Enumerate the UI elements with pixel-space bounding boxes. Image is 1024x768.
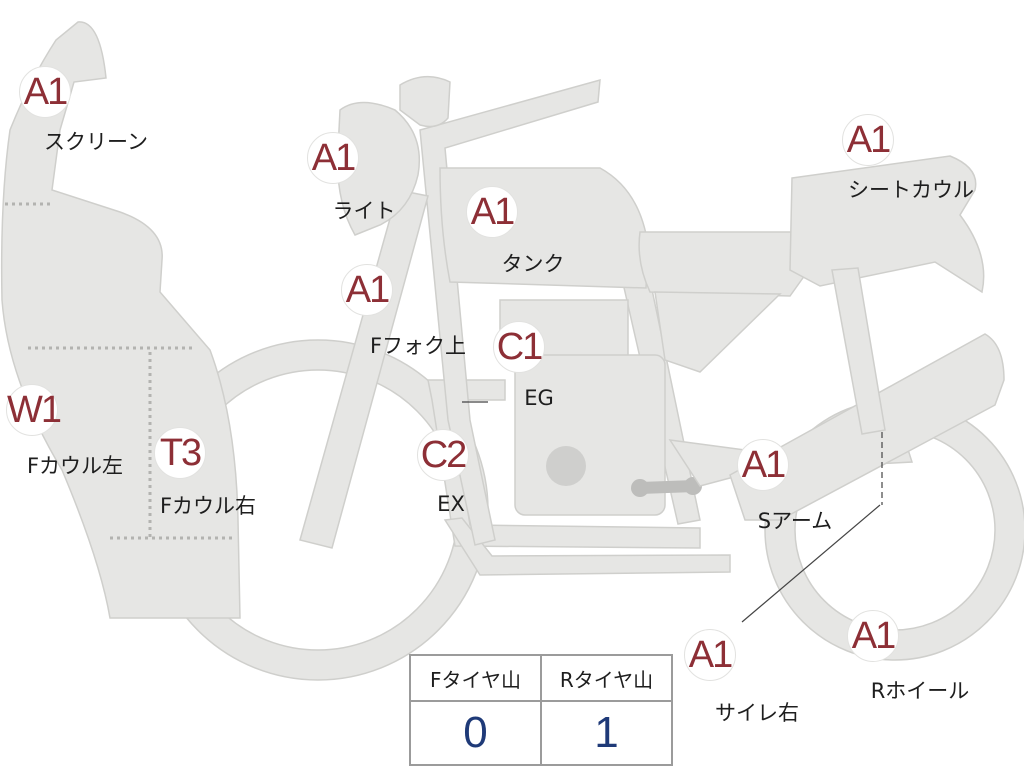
grade-badge-swing-arm: A1 bbox=[737, 439, 789, 491]
side-cover-shape bbox=[654, 291, 782, 373]
part-label-swing-arm: Sアーム bbox=[757, 509, 833, 533]
grade-badge-seat-cowl: A1 bbox=[842, 114, 894, 166]
grade-badge-f-cowl-left: W1 bbox=[6, 384, 62, 436]
part-label-silencer-right: サイレ右 bbox=[715, 701, 799, 725]
mirror-shape bbox=[399, 76, 451, 128]
front-tire-value: 0 bbox=[409, 700, 542, 766]
part-label-engine: EG bbox=[524, 386, 554, 410]
tire-tread-table: Fタイヤ山 Rタイヤ山 0 1 bbox=[409, 654, 673, 766]
seat-cowl-shape bbox=[789, 155, 985, 294]
engine-shape bbox=[499, 299, 702, 516]
silencer-leader-line bbox=[741, 504, 881, 623]
grade-badge-engine: C1 bbox=[493, 321, 545, 373]
part-label-seat-cowl: シートカウル bbox=[848, 178, 974, 202]
rear-tire-header: Rタイヤ山 bbox=[540, 654, 673, 702]
exhaust-lower-shape bbox=[443, 517, 731, 576]
grade-badge-f-fork-upper: A1 bbox=[341, 264, 393, 316]
rear-tire-value: 1 bbox=[540, 700, 673, 766]
seat-shape bbox=[638, 231, 811, 297]
headlight-shape bbox=[336, 101, 421, 236]
grade-badge-tank: A1 bbox=[466, 186, 518, 238]
grade-badge-exhaust: C2 bbox=[417, 429, 469, 481]
table-row: 0 1 bbox=[409, 700, 673, 766]
part-label-f-fork-upper: Fフォク上 bbox=[369, 334, 467, 358]
part-label-light: ライト bbox=[332, 199, 396, 223]
front-tire-header: Fタイヤ山 bbox=[409, 654, 542, 702]
front-fork-shape bbox=[299, 189, 429, 549]
part-label-f-cowl-left: Fカウル左 bbox=[26, 454, 124, 478]
part-label-f-cowl-right: Fカウル右 bbox=[159, 494, 257, 518]
part-label-rear-wheel: Rホイール bbox=[870, 679, 970, 703]
grade-badge-rear-wheel: A1 bbox=[847, 610, 899, 662]
part-label-tank: タンク bbox=[501, 252, 565, 276]
grade-badge-light: A1 bbox=[307, 132, 359, 184]
part-label-exhaust: EX bbox=[437, 492, 465, 516]
table-header-row: Fタイヤ山 Rタイヤ山 bbox=[409, 654, 673, 702]
rear-shock-shape bbox=[831, 267, 886, 435]
grade-badge-screen: A1 bbox=[19, 66, 71, 118]
grade-badge-silencer-right: A1 bbox=[684, 629, 736, 681]
part-label-screen: スクリーン bbox=[44, 130, 148, 154]
grade-badge-f-cowl-right: T3 bbox=[154, 427, 206, 479]
